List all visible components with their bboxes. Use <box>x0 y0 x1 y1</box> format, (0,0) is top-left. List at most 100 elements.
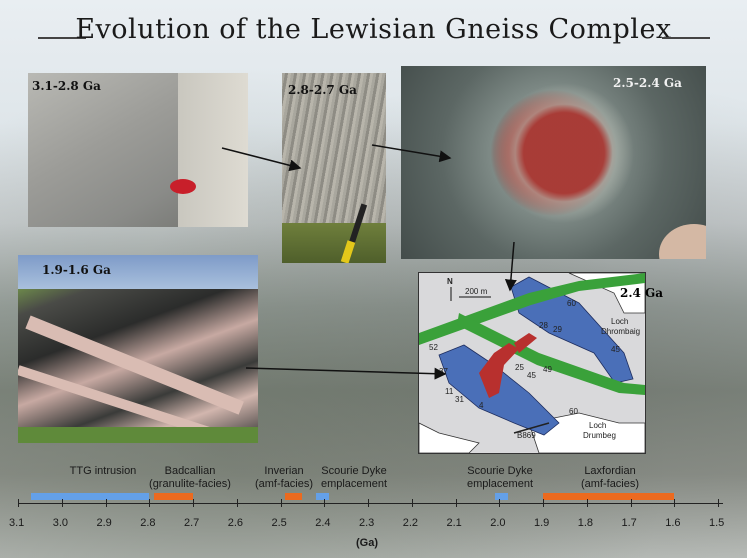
road-label: B869 <box>517 431 536 440</box>
tick-label: 1.9 <box>534 517 550 529</box>
tick-label: 1.7 <box>621 517 637 529</box>
sky <box>18 255 258 289</box>
tick-mark <box>499 499 501 507</box>
tick-mark <box>411 499 413 507</box>
event-label-line: Inverian <box>264 465 304 477</box>
lake-drumbeg-label: Loch <box>589 421 607 430</box>
tick-mark <box>236 499 238 507</box>
tick-label: 2.8 <box>140 517 156 529</box>
arrow-3-to-map <box>504 241 517 292</box>
tick-label: 2.0 <box>490 517 506 529</box>
dip-label: 28 <box>539 321 548 330</box>
arrow-map-to-4 <box>245 367 447 380</box>
map-drawing <box>419 273 645 453</box>
event-bar-inverian <box>284 493 303 500</box>
map-age-label: 2.4 Ga <box>620 286 664 300</box>
tick-mark <box>61 499 63 507</box>
road-line <box>513 422 550 434</box>
event-label-line: (granulite-facies) <box>149 478 231 490</box>
lake-dhrombaig-label: Dhrombaig <box>601 327 641 336</box>
event-bar-badcallian <box>153 493 193 500</box>
dip-label: 60 <box>569 407 578 416</box>
tick-mark <box>193 499 194 507</box>
garnet-corona <box>489 78 639 228</box>
tick-label: 2.5 <box>271 517 287 529</box>
tick-label: 3.0 <box>52 517 69 529</box>
event-label-line: Badcallian <box>164 465 216 477</box>
event-label-line: Laxfordian <box>584 465 636 477</box>
dip-label: 11 <box>445 387 454 396</box>
tick-label: 1.5 <box>709 517 725 529</box>
dip-label: 49 <box>543 365 552 374</box>
event-bar-laxfordian <box>543 493 675 500</box>
tick-label: 2.1 <box>446 517 462 529</box>
lens-cap-icon <box>170 179 196 194</box>
tick-mark <box>543 499 544 507</box>
title-rule-left <box>38 37 86 39</box>
photo-age-label: 3.1-2.8 Ga <box>32 79 101 93</box>
tick-label: 2.3 <box>359 517 375 529</box>
dip-label: 29 <box>553 325 562 334</box>
ground <box>18 427 258 443</box>
green-dyke-south <box>457 313 645 395</box>
tick-mark <box>105 499 107 507</box>
green-dyke-north <box>419 273 645 345</box>
red-intrusion <box>514 333 537 353</box>
tick-label: 2.4 <box>315 517 331 529</box>
grass <box>282 223 386 263</box>
north-label: N <box>447 277 453 286</box>
event-label-line: Scourie Dyke <box>321 465 387 477</box>
red-intrusion <box>479 343 519 398</box>
event-label-line: (amf-facies) <box>580 478 640 490</box>
axis-label: (Ga) <box>356 537 378 549</box>
tick-mark <box>280 499 282 507</box>
photo-ttg-gneiss: 3.1-2.8 Ga <box>28 73 248 227</box>
dip-label: 25 <box>515 363 524 372</box>
event-bar-ttg-intrusion <box>31 493 150 500</box>
arrow-1-to-2 <box>221 147 302 172</box>
photo-laxfordian-outcrop: 1.9-1.6 Ga <box>18 255 258 443</box>
tick-mark <box>586 499 588 507</box>
event-label-ttg: TTG intrusion <box>69 465 137 477</box>
tick-mark <box>324 499 326 507</box>
tick-mark <box>455 499 457 507</box>
dip-label: 52 <box>429 343 438 352</box>
tick-mark <box>18 499 19 507</box>
geological-map: N 200 m Loch Dhrombaig Loch Drumbeg B869… <box>418 272 646 454</box>
photo-age-label: 2.8-2.7 Ga <box>288 83 357 97</box>
photo-age-label: 2.5-2.4 Ga <box>613 76 682 90</box>
scale-label: 200 m <box>465 287 488 296</box>
tick-label: 2.7 <box>184 517 200 529</box>
dip-label: 31 <box>455 395 464 404</box>
tick-mark <box>630 499 632 507</box>
event-bar-scourie-dyke-2 <box>494 493 508 500</box>
event-label-line: emplacement <box>320 478 388 490</box>
event-label-inverian: Inverian(amf-facies) <box>244 465 324 491</box>
timeline-axis <box>18 503 723 504</box>
event-label-line: Scourie Dyke <box>467 465 533 477</box>
title-rule-right <box>662 37 710 39</box>
tick-label: 1.6 <box>665 517 681 529</box>
dip-label: 4 <box>479 401 484 410</box>
dip-label: 45 <box>527 371 536 380</box>
dip-label: 60 <box>567 299 576 308</box>
rock-face <box>178 73 248 227</box>
tick-mark <box>674 499 676 507</box>
tick-mark <box>368 499 369 507</box>
lake-west <box>419 422 480 453</box>
event-label-badcallian: Badcallian(granulite-facies) <box>140 465 240 491</box>
event-label-laxfordian: Laxfordian(amf-facies) <box>560 465 660 491</box>
photo-age-label: 1.9-1.6 Ga <box>42 263 111 277</box>
tick-label: 1.8 <box>577 517 594 529</box>
arrow-2-to-3 <box>371 144 452 163</box>
tick-label: 2.2 <box>402 517 419 529</box>
dip-label: 45 <box>611 345 620 354</box>
tick-mark <box>149 499 151 507</box>
lake-drumbeg-label: Drumbeg <box>583 431 616 440</box>
tick-label: 2.9 <box>96 517 112 529</box>
lake-dhrombaig-label: Loch <box>611 317 629 326</box>
slide-title: Evolution of the Lewisian Gneiss Complex <box>75 14 672 45</box>
